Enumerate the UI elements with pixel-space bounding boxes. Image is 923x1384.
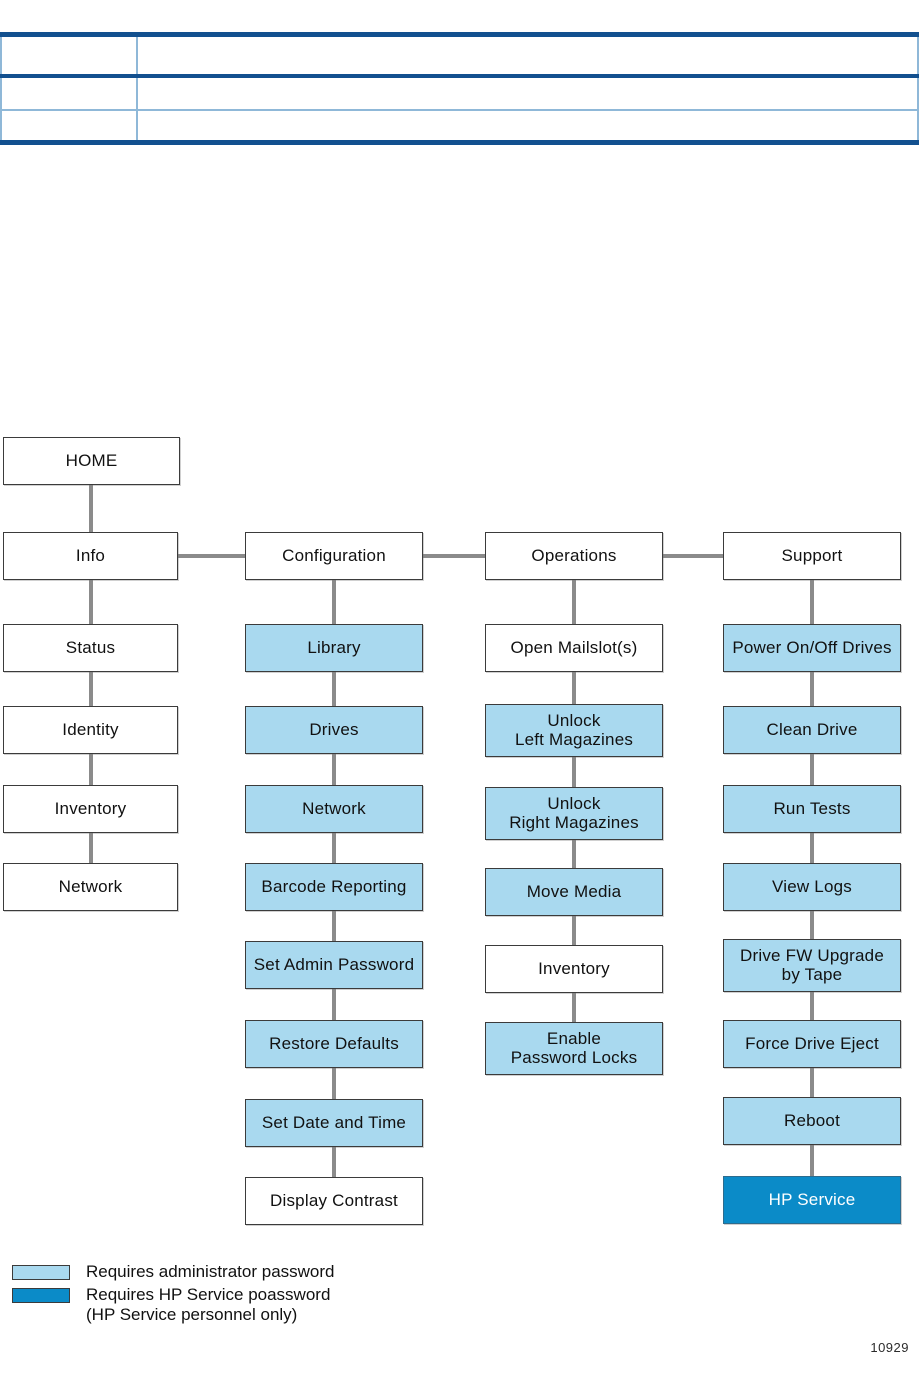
- node-label: Barcode Reporting: [261, 876, 407, 896]
- table-cell: [138, 111, 919, 140]
- node-set-date-and-time[interactable]: Set Date and Time: [245, 1099, 423, 1147]
- node-label: Info: [75, 545, 106, 565]
- node-label: Clean Drive: [766, 719, 858, 739]
- node-label: Reboot: [783, 1110, 841, 1130]
- table-cell: [0, 37, 138, 74]
- node-view-logs[interactable]: View Logs: [723, 863, 901, 911]
- node-inventory[interactable]: Inventory: [3, 785, 178, 833]
- legend-label: Requires HP Service poassword(HP Service…: [86, 1284, 331, 1325]
- connector-operations-support: [661, 554, 725, 558]
- node-status[interactable]: Status: [3, 624, 178, 672]
- node-force-drive-eject[interactable]: Force Drive Eject: [723, 1020, 901, 1068]
- node-operations[interactable]: Operations: [485, 532, 663, 580]
- node-inventory-operations[interactable]: Inventory: [485, 945, 663, 993]
- table-cell: [0, 111, 138, 140]
- table-row: [0, 78, 919, 109]
- node-set-admin-password[interactable]: Set Admin Password: [245, 941, 423, 989]
- connector-home-to-info: [89, 485, 93, 533]
- node-label: Identity: [62, 719, 119, 739]
- node-network-info[interactable]: Network: [3, 863, 178, 911]
- node-hp-service[interactable]: HP Service: [723, 1176, 901, 1224]
- table-row: [0, 37, 919, 74]
- node-label: HOME: [65, 450, 118, 470]
- node-label: Power On/Off Drives: [732, 637, 892, 657]
- node-configuration[interactable]: Configuration: [245, 532, 423, 580]
- connector-configuration-operations: [421, 554, 487, 558]
- node-label: Force Drive Eject: [745, 1033, 879, 1053]
- node-label: Network: [302, 798, 366, 818]
- node-identity[interactable]: Identity: [3, 706, 178, 754]
- node-label: Set Date and Time: [261, 1112, 407, 1132]
- table-cell: [138, 37, 919, 74]
- table-rule: [0, 109, 919, 111]
- node-label: Open Mailslot(s): [510, 637, 638, 657]
- table-row: [0, 111, 919, 140]
- connector-info-configuration: [176, 554, 247, 558]
- node-support[interactable]: Support: [723, 532, 901, 580]
- legend-item-admin: Requires administrator password: [12, 1262, 472, 1283]
- node-label: Run Tests: [773, 798, 851, 818]
- node-label: Drives: [309, 719, 359, 739]
- node-label: Restore Defaults: [269, 1033, 399, 1053]
- node-label: Operations: [531, 545, 617, 565]
- node-label: View Logs: [772, 876, 852, 896]
- node-open-mailslots[interactable]: Open Mailslot(s): [485, 624, 663, 672]
- node-power-on-off-drives[interactable]: Power On/Off Drives: [723, 624, 901, 672]
- header-table: [0, 32, 919, 145]
- node-network-configuration[interactable]: Network: [245, 785, 423, 833]
- node-label: Library: [307, 637, 361, 657]
- node-label: Network: [58, 876, 123, 896]
- node-label: Inventory: [54, 798, 127, 818]
- legend-label: Requires administrator password: [86, 1262, 335, 1281]
- node-barcode-reporting[interactable]: Barcode Reporting: [245, 863, 423, 911]
- node-label: Display Contrast: [270, 1190, 398, 1210]
- table-top-rule: [0, 32, 919, 37]
- table-rule: [0, 74, 919, 78]
- node-display-contrast[interactable]: Display Contrast: [245, 1177, 423, 1225]
- table-cell: [138, 78, 919, 109]
- node-restore-defaults[interactable]: Restore Defaults: [245, 1020, 423, 1068]
- node-clean-drive[interactable]: Clean Drive: [723, 706, 901, 754]
- node-label: Status: [65, 637, 116, 657]
- legend-swatch-admin: [12, 1265, 70, 1280]
- legend-item-service: Requires HP Service poassword(HP Service…: [12, 1285, 472, 1326]
- node-label: HP Service: [768, 1189, 856, 1209]
- legend: Requires administrator password Requires…: [12, 1262, 472, 1328]
- node-move-media[interactable]: Move Media: [485, 868, 663, 916]
- node-label: Configuration: [282, 545, 386, 565]
- legend-swatch-service: [12, 1287, 70, 1303]
- node-reboot[interactable]: Reboot: [723, 1097, 901, 1145]
- table-bottom-rule: [0, 140, 919, 145]
- node-run-tests[interactable]: Run Tests: [723, 785, 901, 833]
- node-label: Move Media: [526, 881, 622, 901]
- node-info[interactable]: Info: [3, 532, 178, 580]
- node-label: Set Admin Password: [253, 954, 415, 974]
- node-home[interactable]: HOME: [3, 437, 180, 485]
- table-cell: [0, 78, 138, 109]
- node-drives[interactable]: Drives: [245, 706, 423, 754]
- figure-number: 10929: [870, 1340, 909, 1355]
- node-label: Inventory: [538, 958, 610, 978]
- node-label: Support: [781, 545, 843, 565]
- node-library[interactable]: Library: [245, 624, 423, 672]
